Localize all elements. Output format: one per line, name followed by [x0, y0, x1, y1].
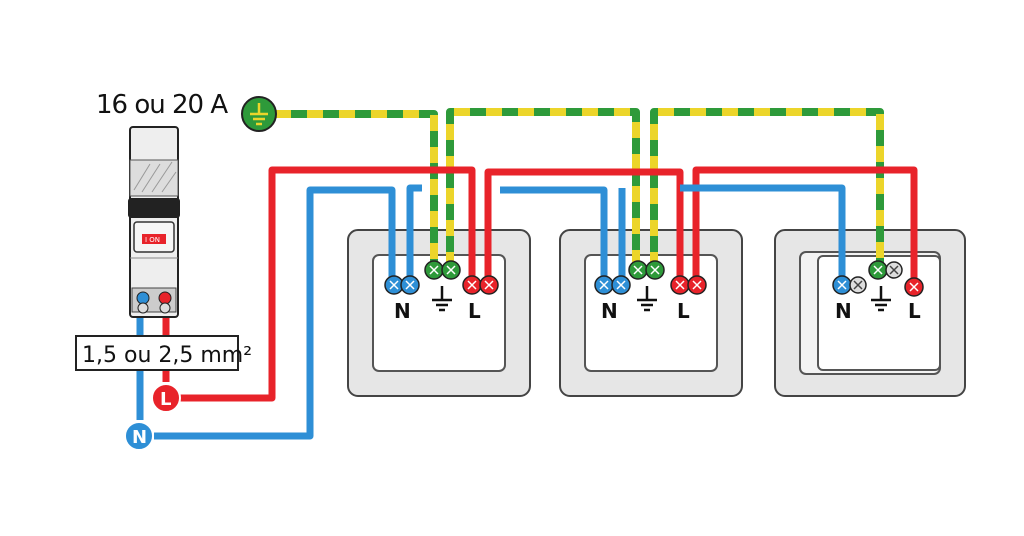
cable-section-box: 1,5 ou 2,5 mm²: [75, 335, 252, 371]
live-label: L: [677, 299, 690, 323]
neutral-supply-badge: N: [124, 421, 154, 451]
cable-section-label: 1,5 ou 2,5 mm²: [82, 343, 252, 368]
breaker-rating: 16 ou 20 A: [96, 90, 228, 120]
live-label: L: [468, 299, 481, 323]
socket-3: [774, 229, 966, 397]
socket-3-labels: N L: [835, 286, 921, 323]
neutral-label: N: [394, 299, 411, 323]
breaker-toggle[interactable]: [142, 234, 166, 244]
circuit-breaker: I ON: [128, 126, 180, 318]
live-supply-badge: L: [151, 383, 181, 413]
breaker-switch-label: I ON: [145, 236, 160, 244]
socket-1: [347, 229, 531, 397]
neutral-label: N: [601, 299, 618, 323]
earth-icon: [432, 286, 452, 312]
live-label: L: [908, 299, 921, 323]
main-earth-icon: [241, 96, 277, 132]
earth-wires: [275, 108, 884, 268]
socket-2-labels: N L: [601, 286, 690, 323]
earth-icon: [637, 286, 657, 312]
svg-text:N: N: [132, 427, 147, 448]
neutral-label: N: [835, 299, 852, 323]
earth-icon: [871, 286, 891, 312]
svg-text:L: L: [160, 389, 171, 410]
neutral-wires: [136, 184, 846, 440]
socket-1-labels: N L: [394, 286, 481, 323]
screw-marks-grey: [853, 265, 899, 290]
screw-marks: [389, 265, 919, 292]
terminals-socket-1: [384, 260, 499, 295]
